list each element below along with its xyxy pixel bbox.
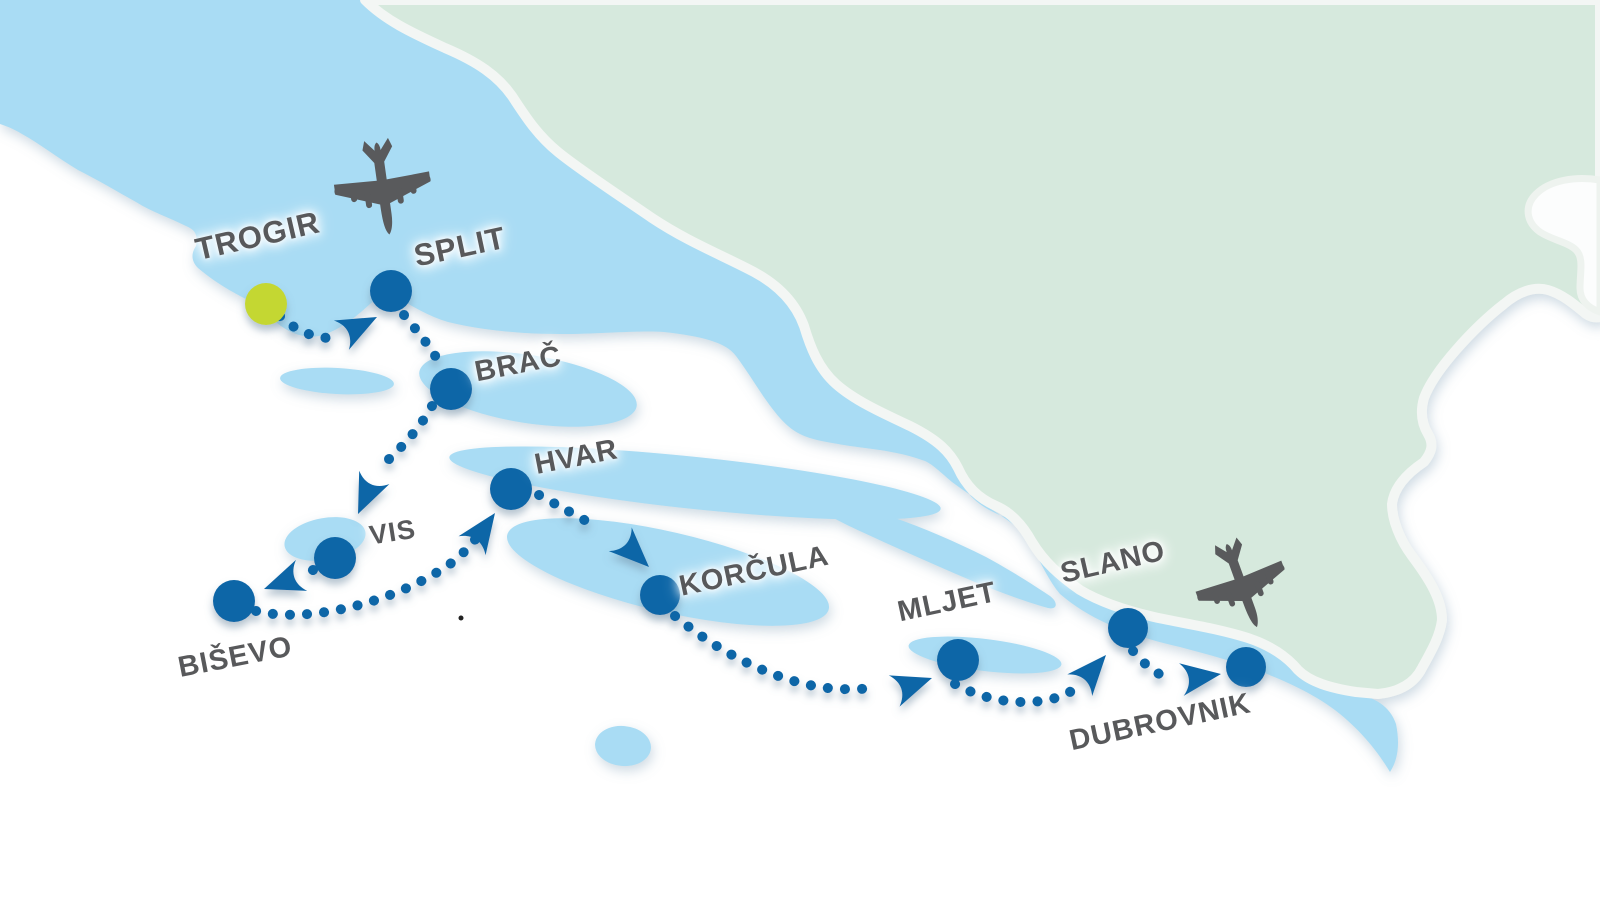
island-lastovo (595, 725, 651, 767)
route-segment-split-brac (399, 310, 446, 371)
bay-inlet (1524, 175, 1600, 316)
route-segment-slano-dubrovnik (1128, 646, 1168, 681)
route-segment-trogir-split (275, 311, 336, 343)
port-marker-hvar[interactable] (490, 468, 532, 510)
island-solta (280, 367, 394, 395)
route-segment-bisevo-hvar (251, 532, 482, 620)
port-marker-vis[interactable] (314, 537, 356, 579)
map-speck (458, 615, 464, 621)
port-marker-slano[interactable] (1108, 608, 1148, 648)
inland-hinterland (360, 0, 1600, 699)
island-korcula (506, 518, 830, 626)
route-segment-mljet-slano (950, 679, 1078, 708)
port-marker-korcula[interactable] (640, 575, 680, 615)
port-label-vis: VIS (367, 514, 418, 551)
island-brac (419, 351, 637, 427)
port-marker-mljet[interactable] (937, 639, 979, 681)
island-hvar (449, 446, 941, 520)
port-marker-dubrovnik[interactable] (1226, 647, 1266, 687)
route-segment-korcula-mljet (670, 611, 877, 695)
route-segment-hvar-korcula (534, 490, 602, 532)
port-marker-bisevo[interactable] (213, 580, 255, 622)
port-marker-brac[interactable] (430, 368, 472, 410)
port-marker-split[interactable] (370, 270, 412, 312)
route-segment-vis-bisevo (295, 565, 318, 581)
start-marker-trogir[interactable] (245, 283, 287, 325)
